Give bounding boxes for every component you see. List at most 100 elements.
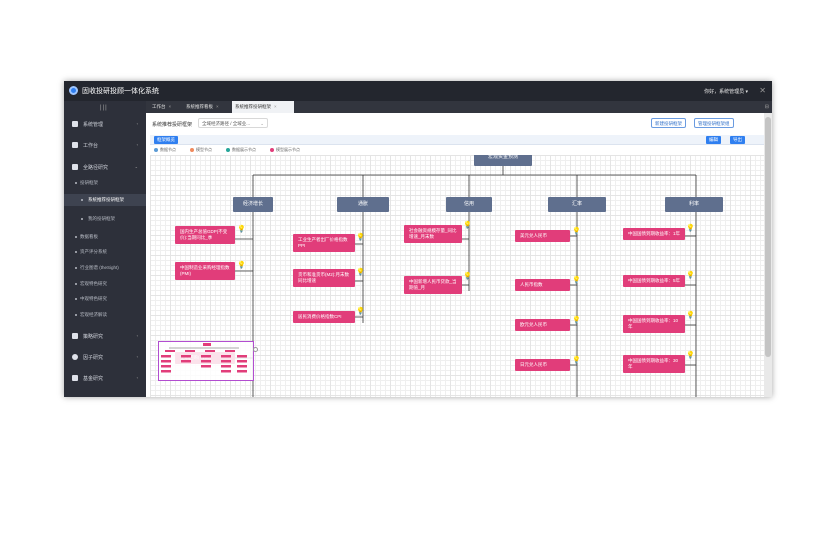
scrollbar-thumb[interactable] xyxy=(765,117,771,357)
indicator-node[interactable]: 货币和准货币(M2):月末数同比增速 xyxy=(293,269,355,287)
tab-recommended-board[interactable]: 系统推荐看板× xyxy=(184,101,232,113)
indicator-node[interactable]: 中国新增人民币贷款_当期值_月 xyxy=(404,276,462,294)
lightbulb-icon[interactable]: 💡 xyxy=(686,272,695,279)
chevron-left-icon: ‹ xyxy=(136,121,138,126)
sidebar-subitem-asset-scoring[interactable]: 资产评分系统 xyxy=(64,246,146,258)
sidebar-item-strategy[interactable]: 策略研究 ‹ xyxy=(64,329,146,343)
lightbulb-icon[interactable]: 💡 xyxy=(356,269,365,276)
bar-chart-icon xyxy=(72,164,78,170)
legend-label: 数据展示节点 xyxy=(232,147,256,152)
indicator-node[interactable]: 社会融资规模存量_同比增速_月末数 xyxy=(404,225,462,243)
root-node[interactable]: 宏观资金预测 xyxy=(474,155,532,166)
sidebar-item-label: 工作台 xyxy=(83,143,99,149)
sidebar-item-workbench[interactable]: 工作台 ‹ xyxy=(64,138,146,152)
dimension-node-growth[interactable]: 经济增长 xyxy=(233,197,273,212)
sidebar-subitem-macro-research[interactable]: 宏观特色研究 xyxy=(64,278,146,290)
manage-framework-button[interactable]: 管理投研框架组 xyxy=(694,118,734,128)
indicator-node[interactable]: 工业生产者出厂价格指数PPI xyxy=(293,234,355,252)
legend-label: 模型节点 xyxy=(196,147,212,152)
briefcase-icon xyxy=(72,142,78,148)
indicator-node[interactable]: 中国制造业采购经理指数 (PMI) xyxy=(175,262,235,280)
legend-item: 模型展示节点 xyxy=(270,147,300,153)
sidebar-item-factor[interactable]: 因子研究 ‹ xyxy=(64,350,146,364)
dimension-node-fx[interactable]: 汇率 xyxy=(548,197,606,212)
minimap-resize-handle[interactable] xyxy=(253,347,258,352)
lightbulb-icon[interactable]: 💡 xyxy=(356,308,365,315)
sidebar-subitem-dashboard[interactable]: 数据看板 xyxy=(64,231,146,243)
legend-dot-icon xyxy=(154,147,158,152)
framework-canvas[interactable]: 宏观资金预测 经济增长 通胀 信用 汇率 利率 国内生产总值GDP(不变价):当… xyxy=(150,155,764,397)
lightbulb-icon[interactable]: 💡 xyxy=(463,222,472,229)
legend-label: 模型展示节点 xyxy=(276,147,300,152)
indicator-node[interactable]: 中国国债到期收益率：10年 xyxy=(623,315,685,333)
vertical-scrollbar[interactable] xyxy=(764,113,772,397)
edit-button[interactable]: 编辑 xyxy=(706,136,721,144)
lightbulb-icon[interactable]: 💡 xyxy=(572,277,581,284)
lightbulb-icon[interactable]: 💡 xyxy=(572,228,581,235)
lightbulb-icon[interactable]: 💡 xyxy=(237,262,246,269)
app-title: 固收投研投顾一体化系统 xyxy=(82,88,159,95)
indicator-node[interactable]: 欧元兑人民币 xyxy=(515,319,570,331)
sidebar-subitem-my-framework[interactable]: 我的投研框架 xyxy=(64,213,146,225)
dimension-node-credit[interactable]: 信用 xyxy=(446,197,492,212)
sidebar-item-research[interactable]: 全路径研究 ⌄ xyxy=(64,160,146,174)
lightbulb-icon[interactable]: 💡 xyxy=(686,312,695,319)
new-framework-button[interactable]: 新建投研框架 xyxy=(651,118,686,128)
close-icon[interactable]: ✕ xyxy=(759,86,766,95)
legend-dot-icon xyxy=(226,147,230,152)
lightbulb-icon[interactable]: 💡 xyxy=(572,357,581,364)
app-window: 固收投研投顾一体化系统 你好，系统管理员 ▾ ✕ ||| 系统管理 ‹ 工作台 … xyxy=(64,81,772,397)
indicator-node[interactable]: 人民币指数 xyxy=(515,279,570,291)
user-menu[interactable]: 你好，系统管理员 ▾ xyxy=(704,89,748,95)
sidebar-item-fund[interactable]: 基金研究 ‹ xyxy=(64,371,146,385)
sidebar-subitem-label: 数据看板 xyxy=(80,234,98,239)
legend-item: 数据展示节点 xyxy=(226,147,256,153)
indicator-node[interactable]: 美元兑人民币 xyxy=(515,230,570,242)
chevron-down-icon: ⌄ xyxy=(260,121,264,126)
tab-workbench[interactable]: 工作台× xyxy=(150,101,184,113)
close-icon[interactable]: × xyxy=(168,104,172,109)
sidebar-subitem-label: 宏观特色研究 xyxy=(80,281,107,286)
sidebar-subitem-meso-research[interactable]: 中观特色研究 xyxy=(64,293,146,305)
chevron-left-icon: ‹ xyxy=(136,333,138,338)
indicator-node[interactable]: 中国国债到期收益率：1年 xyxy=(623,228,685,240)
sidebar-subitem-industry-map[interactable]: 行业图谱 (theSight) xyxy=(64,262,146,274)
sidebar-subitem-recommended-framework[interactable]: 系统推荐投研框架 xyxy=(64,194,146,206)
dimension-node-inflation[interactable]: 通胀 xyxy=(337,197,389,212)
indicator-node[interactable]: 国内生产总值GDP(不变价):当期同比_季 xyxy=(175,226,235,244)
lightbulb-icon[interactable]: 💡 xyxy=(572,317,581,324)
bullet-icon xyxy=(75,236,77,238)
sidebar-subitem-macro-interpret[interactable]: 宏观经济解读 xyxy=(64,309,146,321)
bullet-icon xyxy=(75,298,77,300)
indicator-node[interactable]: 日元兑人民币 xyxy=(515,359,570,371)
collapse-sidebar-button[interactable]: ||| xyxy=(100,105,108,111)
legend-item: 模型节点 xyxy=(190,147,212,153)
lightbulb-icon[interactable]: 💡 xyxy=(463,273,472,280)
tab-label: 系统推荐看板 xyxy=(186,104,213,109)
legend-item: 数据节点 xyxy=(154,147,176,153)
monitor-icon xyxy=(72,121,78,127)
indicator-node[interactable]: 中国国债到期收益率：5年 xyxy=(623,275,685,287)
minimap[interactable] xyxy=(158,341,254,381)
sidebar-subitem-framework[interactable]: 投研框架 xyxy=(64,177,146,189)
indicator-node[interactable]: 中国国债到期收益率：30年 xyxy=(623,355,685,373)
tree-connectors xyxy=(234,156,697,397)
indicator-node[interactable]: 居民消费价格指数CPI xyxy=(293,311,355,323)
sidebar-subitem-label: 行业图谱 (theSight) xyxy=(80,265,119,270)
lightbulb-icon[interactable]: 💡 xyxy=(686,225,695,232)
dimension-node-rates[interactable]: 利率 xyxy=(665,197,723,212)
legend-label: 数据节点 xyxy=(160,147,176,152)
close-icon[interactable]: × xyxy=(216,104,219,109)
sidebar-item-system[interactable]: 系统管理 ‹ xyxy=(64,117,146,131)
chevron-left-icon: ‹ xyxy=(136,375,138,380)
bullet-icon xyxy=(75,251,77,253)
lightbulb-icon[interactable]: 💡 xyxy=(356,234,365,241)
tab-recommended-framework[interactable]: 系统推荐投研框架× xyxy=(232,101,294,113)
tab-label: 系统推荐投研框架 xyxy=(235,104,271,109)
framework-select[interactable]: 全域经济路径 / 全域业... ⌄ xyxy=(198,118,268,128)
close-icon[interactable]: × xyxy=(274,104,277,109)
export-button[interactable]: 导出 xyxy=(730,136,745,144)
lightbulb-icon[interactable]: 💡 xyxy=(686,352,695,359)
lightbulb-icon[interactable]: 💡 xyxy=(237,226,246,233)
tab-menu-icon[interactable]: ⊟ xyxy=(764,104,769,110)
